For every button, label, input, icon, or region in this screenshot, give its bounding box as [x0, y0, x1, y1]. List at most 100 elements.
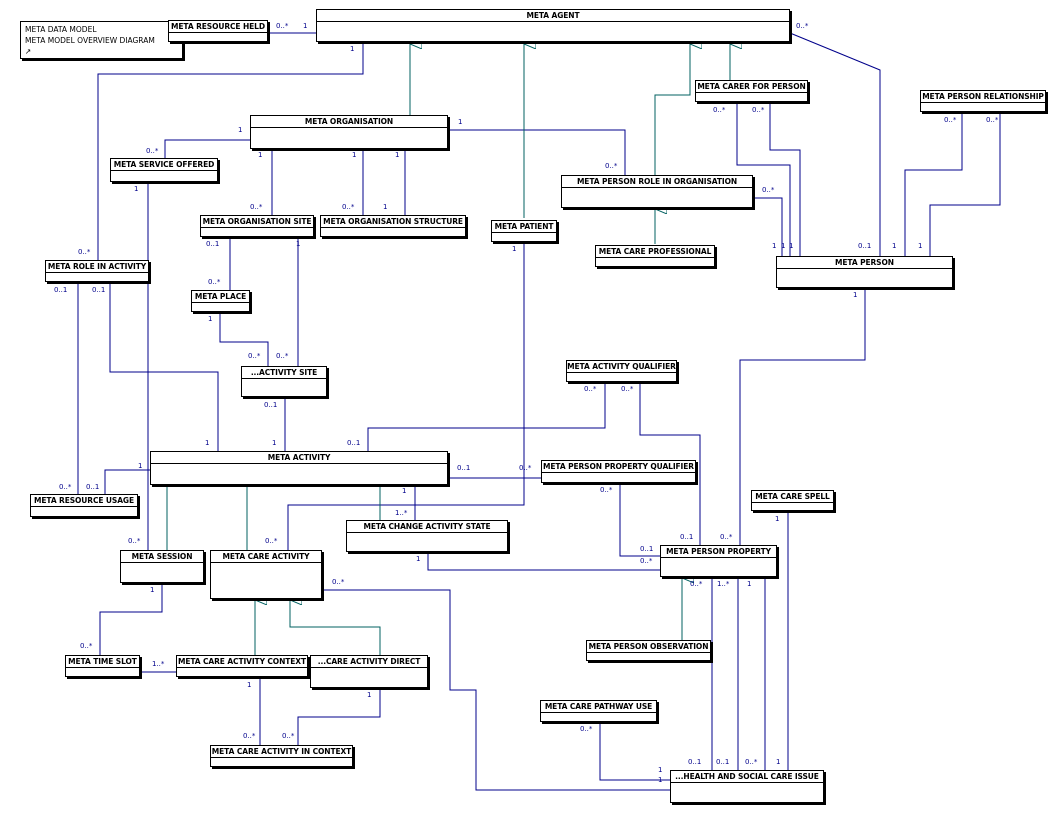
class-session[interactable]: META SESSION [120, 550, 204, 583]
multiplicity: 0..* [640, 557, 653, 565]
multiplicity: 0..1 [86, 483, 100, 491]
class-name: META RESOURCE HELD [169, 21, 267, 33]
assoc-activity-resource-usage [104, 469, 150, 494]
class-person-observation[interactable]: META PERSON OBSERVATION [586, 640, 711, 661]
class-care-spell[interactable]: META CARE SPELL [751, 490, 834, 511]
class-care-activity-in-context[interactable]: META CARE ACTIVITY IN CONTEXT [210, 745, 353, 767]
multiplicity: 0..* [243, 732, 256, 740]
multiplicity: 1 [416, 555, 421, 563]
diagram-note: META DATA MODEL META MODEL OVERVIEW DIAG… [20, 21, 183, 59]
assoc-session-timeslot [99, 582, 163, 655]
class-activity-qualifier[interactable]: META ACTIVITY QUALIFIER [566, 360, 677, 382]
class-name: META ROLE IN ACTIVITY [46, 262, 148, 273]
multiplicity: 0..* [342, 203, 355, 211]
class-person-relationship[interactable]: META PERSON RELATIONSHIP [920, 90, 1046, 112]
assoc-activity-qualifier-property [639, 382, 701, 546]
class-activity-site[interactable]: ...ACTIVITY SITE [241, 366, 327, 397]
gen-role-org-agent [654, 44, 690, 175]
class-name: META CARE SPELL [752, 491, 833, 503]
class-time-slot[interactable]: META TIME SLOT [65, 655, 140, 677]
class-role-in-activity[interactable]: META ROLE IN ACTIVITY [45, 260, 149, 282]
class-care-pathway-use[interactable]: META CARE PATHWAY USE [540, 700, 657, 722]
multiplicity: 0..* [208, 278, 221, 286]
assoc-carer-person-a [736, 103, 791, 256]
class-care-activity-context[interactable]: META CARE ACTIVITY CONTEXT [176, 655, 308, 677]
note-link-icon: ↗ [25, 47, 32, 56]
multiplicity: 1 [658, 776, 663, 784]
multiplicity: 0..* [713, 106, 726, 114]
class-name: META CARE PROFESSIONAL [596, 246, 714, 258]
class-place[interactable]: META PLACE [191, 290, 250, 312]
multiplicity: 1 [134, 185, 139, 193]
class-service-offered[interactable]: META SERVICE OFFERED [110, 158, 218, 182]
multiplicity: 1 [512, 245, 517, 253]
multiplicity: 1 [747, 580, 752, 588]
assoc-carer-person-b [769, 103, 801, 256]
class-agent[interactable]: META AGENT [316, 9, 790, 42]
multiplicity: 1 [208, 315, 213, 323]
multiplicity: 0..* [605, 162, 618, 170]
multiplicity: 1 [776, 758, 781, 766]
assoc-relationship-person-b [929, 113, 1001, 256]
class-resource-held[interactable]: META RESOURCE HELD [168, 20, 268, 42]
multiplicity: 1..* [717, 580, 730, 588]
class-name: META PERSON PROPERTY [661, 546, 776, 558]
multiplicity: 1 [853, 291, 858, 299]
multiplicity: 0..* [519, 464, 532, 472]
class-activity[interactable]: META ACTIVITY [150, 451, 448, 485]
multiplicity: 0..* [250, 203, 263, 211]
multiplicity: 1 [775, 515, 780, 523]
class-name: META CARER FOR PERSON [696, 82, 807, 93]
multiplicity: 1 [303, 22, 308, 30]
class-name: META CHANGE ACTIVITY STATE [347, 521, 507, 533]
class-organisation[interactable]: META ORGANISATION [250, 115, 448, 149]
multiplicity: 0..* [600, 486, 613, 494]
generalization-lines [166, 44, 730, 655]
class-care-activity[interactable]: META CARE ACTIVITY [210, 550, 322, 599]
multiplicity: 1 [781, 242, 786, 250]
multiplicity: 1 [789, 242, 794, 250]
multiplicity: 0..1 [716, 758, 730, 766]
class-care-professional[interactable]: META CARE PROFESSIONAL [595, 245, 715, 267]
multiplicity: 1 [238, 126, 243, 134]
class-change-activity-state[interactable]: META CHANGE ACTIVITY STATE [346, 520, 508, 552]
class-person-property-qualifier[interactable]: META PERSON PROPERTY QUALIFIER [541, 460, 696, 483]
multiplicity: 0..* [621, 385, 634, 393]
multiplicity: 1 [383, 203, 388, 211]
multiplicity: 1 [205, 439, 210, 447]
multiplicity: 1 [296, 240, 301, 248]
multiplicity: 0..* [690, 580, 703, 588]
assoc-agent-role-in-activity [97, 42, 364, 262]
multiplicity: 0..* [584, 385, 597, 393]
class-health-and-social-care-issue[interactable]: ...HEALTH AND SOCIAL CARE ISSUE [670, 770, 824, 803]
assoc-person-property [739, 288, 866, 546]
class-care-activity-direct[interactable]: ...CARE ACTIVITY DIRECT [310, 655, 428, 688]
class-carer-for-person[interactable]: META CARER FOR PERSON [695, 80, 808, 102]
class-patient[interactable]: META PATIENT [491, 220, 557, 242]
multiplicity: 1 [150, 586, 155, 594]
class-resource-usage[interactable]: META RESOURCE USAGE [30, 494, 138, 517]
multiplicity: 0..* [59, 483, 72, 491]
class-person[interactable]: META PERSON [776, 256, 953, 288]
assoc-change-state-property [427, 552, 660, 571]
multiplicity: 1 [367, 691, 372, 699]
multiplicity: 1 [395, 151, 400, 159]
gen-direct-care-activity [289, 600, 381, 655]
multiplicity: 1 [458, 118, 463, 126]
class-name: META CARE ACTIVITY CONTEXT [177, 657, 307, 668]
multiplicity: 0..* [276, 22, 289, 30]
class-person-role-in-organisation[interactable]: META PERSON ROLE IN ORGANISATION [561, 175, 753, 208]
class-name: META ORGANISATION [251, 116, 447, 128]
multiplicity: 0..* [580, 725, 593, 733]
multiplicity: 0..* [282, 732, 295, 740]
class-name: META ORGANISATION STRUCTURE [321, 216, 465, 228]
class-name: META PERSON OBSERVATION [587, 642, 710, 653]
multiplicity: 1..* [395, 509, 408, 517]
class-organisation-site[interactable]: META ORGANISATION SITE [200, 215, 314, 237]
class-organisation-structure[interactable]: META ORGANISATION STRUCTURE [320, 215, 466, 237]
multiplicity: 1 [352, 151, 357, 159]
multiplicity: 0..1 [347, 439, 361, 447]
class-name: ...HEALTH AND SOCIAL CARE ISSUE [671, 771, 823, 783]
class-person-property[interactable]: META PERSON PROPERTY [660, 545, 777, 577]
